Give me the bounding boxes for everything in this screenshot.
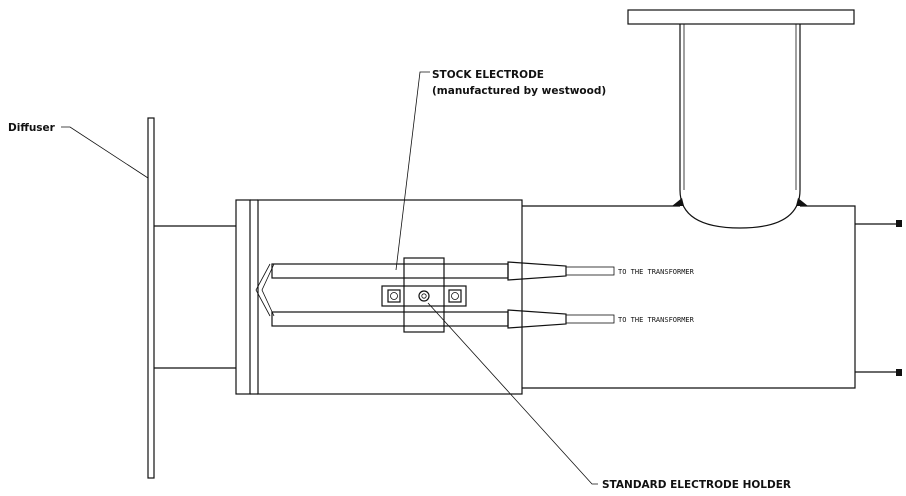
outer-housing (522, 205, 856, 389)
holder-hole-left (387, 289, 401, 303)
lower-electrode (271, 311, 509, 327)
stock-electrode-label: STOCK ELECTRODE (432, 69, 544, 81)
pipe-top-cap (896, 220, 902, 227)
holder-clamp (403, 257, 445, 333)
holder-bar (381, 285, 467, 307)
holder-screw-inner (421, 293, 427, 299)
lower-insulator (507, 309, 567, 329)
holder-label: STANDARD ELECTRODE HOLDER (602, 479, 791, 491)
inner-body (257, 199, 523, 395)
diffuser-plate (147, 117, 155, 479)
upper-insulator (507, 261, 567, 281)
inlet-flange (627, 9, 855, 25)
transformer-label-bottom: TO THE TRANSFORMER (618, 316, 695, 324)
holder-hole-right-dot (451, 292, 459, 300)
holder-screw-outer (418, 290, 430, 302)
upper-wire (565, 266, 615, 276)
pipe-bottom-cap (896, 369, 902, 376)
electrode-tip (255, 263, 275, 317)
holder-leader (427, 302, 598, 485)
flange (235, 199, 251, 395)
holder-hole-right (448, 289, 462, 303)
diffuser-label: Diffuser (8, 122, 56, 134)
inlet-tube (679, 24, 801, 229)
diffuser-leader (61, 126, 149, 179)
lower-wire (565, 314, 615, 324)
holder-hole-left-dot (390, 292, 398, 300)
weld-right (796, 198, 808, 206)
stock-electrode-leader (395, 71, 430, 271)
weld-left (672, 198, 684, 206)
upper-electrode (271, 263, 509, 279)
transformer-label-top: TO THE TRANSFORMER (618, 268, 695, 276)
stock-electrode-sublabel: (manufactured by westwood) (432, 85, 606, 97)
